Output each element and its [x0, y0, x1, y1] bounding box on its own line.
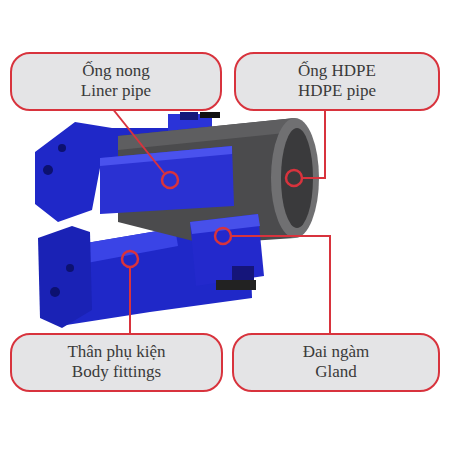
label-english: Body fittings — [72, 362, 161, 382]
marker-circle — [162, 172, 178, 188]
label-vietnamese: Ống nong — [82, 61, 150, 81]
label-vietnamese: Ống HDPE — [298, 61, 376, 81]
gland-face — [190, 214, 260, 234]
lower-flange — [38, 226, 92, 328]
leader-lines — [112, 108, 330, 333]
flange-hole — [43, 165, 53, 175]
label-english: HDPE pipe — [298, 81, 376, 101]
marker-circle — [215, 228, 231, 244]
markers — [122, 170, 302, 267]
callout-box: Đai ngàmGland — [232, 333, 440, 392]
flange-hole — [66, 264, 74, 272]
leader-line — [112, 108, 164, 173]
liner-pipe-edge — [100, 146, 232, 166]
label-english: Gland — [315, 362, 357, 382]
liner-pipe — [100, 146, 234, 214]
label-vietnamese: Thân phụ kiện — [67, 342, 165, 362]
leader-line — [129, 267, 131, 333]
bolt-head — [180, 112, 198, 120]
flange-hole — [50, 287, 60, 297]
callout-box: Thân phụ kiệnBody fittings — [10, 333, 223, 392]
label-vietnamese: Đai ngàm — [303, 342, 370, 362]
marker-circle — [286, 170, 302, 186]
leader-line — [231, 236, 330, 333]
callout-box: Ống HDPEHDPE pipe — [234, 52, 440, 111]
leader-line — [302, 108, 325, 178]
bolt-rod — [216, 280, 256, 290]
callout-box: Ống nongLiner pipe — [10, 52, 222, 111]
marker-circle — [122, 251, 138, 267]
label-english: Liner pipe — [81, 81, 151, 101]
bolt-tip — [200, 112, 220, 118]
gland — [190, 214, 264, 286]
hdpe-pipe-top — [118, 118, 295, 150]
flange-hole — [58, 144, 66, 152]
